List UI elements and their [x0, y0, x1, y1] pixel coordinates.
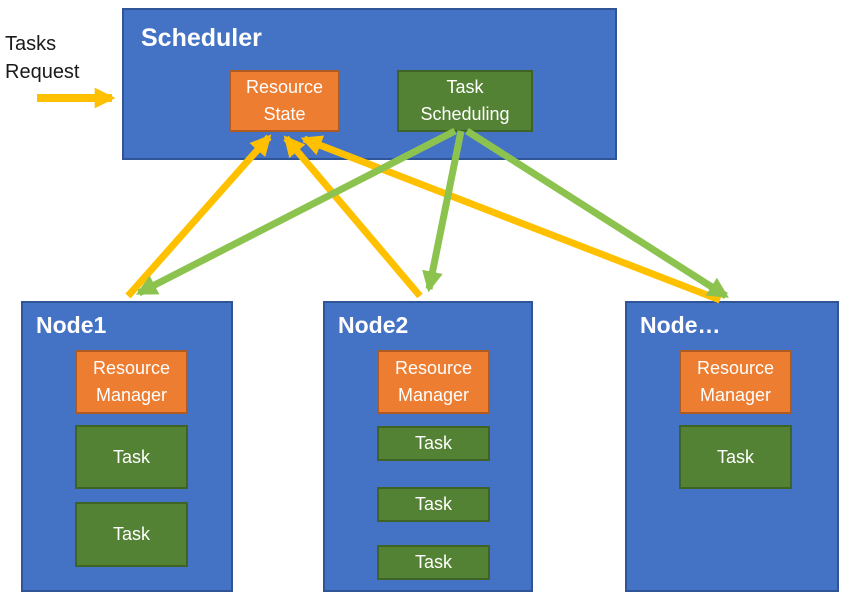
node1-task-2-label: Task — [112, 524, 150, 544]
node2-title: Node2 — [338, 312, 409, 338]
node-ellipsis-resource-manager-box: Resource Manager — [679, 350, 792, 414]
node2-task-3-label: Task — [414, 552, 452, 572]
resource-state-box: Resource State — [229, 70, 340, 132]
task-scheduling-line1: Task — [446, 77, 484, 97]
node2-box: Node2 Resource Manager Task Task Task — [323, 301, 533, 592]
node2-resource-manager-box: Resource Manager — [377, 350, 490, 414]
node2-resource-manager-line1: Resource — [394, 358, 473, 378]
tasks-request-line2: Request — [5, 61, 80, 83]
scheduler-title: Scheduler — [141, 24, 262, 52]
tasks-request-line1: Tasks — [5, 33, 57, 55]
node-ellipsis-box: Node… Resource Manager Task — [625, 301, 839, 592]
node2-task-1-label: Task — [414, 433, 452, 453]
node1-box: Node1 Resource Manager Task Task — [21, 301, 233, 592]
node-ellipsis-task-box: Task — [679, 425, 792, 489]
node1-resource-manager-line1: Resource — [92, 358, 171, 378]
resource-state-line2: State — [263, 104, 306, 124]
node1-task-box: Task — [75, 425, 188, 489]
node2-task-box: Task — [377, 545, 490, 580]
scheduler-box: Scheduler Resource State Task Scheduling — [122, 8, 617, 160]
arrow-node1-to-resource-state — [125, 134, 272, 299]
node2-task-2-label: Task — [414, 494, 452, 514]
task-scheduling-box: Task Scheduling — [397, 70, 533, 132]
node2-resource-manager-line2: Manager — [397, 385, 470, 405]
node-ellipsis-task-1-label: Task — [716, 446, 754, 467]
node1-task-1-label: Task — [112, 446, 150, 467]
tasks-request-label: Tasks Request — [5, 30, 80, 86]
node1-task-box: Task — [75, 502, 188, 567]
node2-task-box: Task — [377, 487, 490, 522]
node2-task-box: Task — [377, 426, 490, 461]
node1-title: Node1 — [36, 312, 107, 338]
node1-resource-manager-line2: Manager — [95, 385, 168, 405]
arrow-node2-to-resource-state — [283, 135, 423, 299]
node-ellipsis-resource-manager-line2: Manager — [699, 385, 772, 405]
node1-resource-manager-box: Resource Manager — [75, 350, 188, 414]
arrow-node-ellipsis-to-resource-state — [300, 135, 722, 304]
node-ellipsis-title: Node… — [640, 312, 721, 338]
resource-state-line1: Resource — [245, 77, 324, 97]
node-ellipsis-resource-manager-line1: Resource — [696, 358, 775, 378]
task-scheduling-line2: Scheduling — [420, 104, 510, 124]
